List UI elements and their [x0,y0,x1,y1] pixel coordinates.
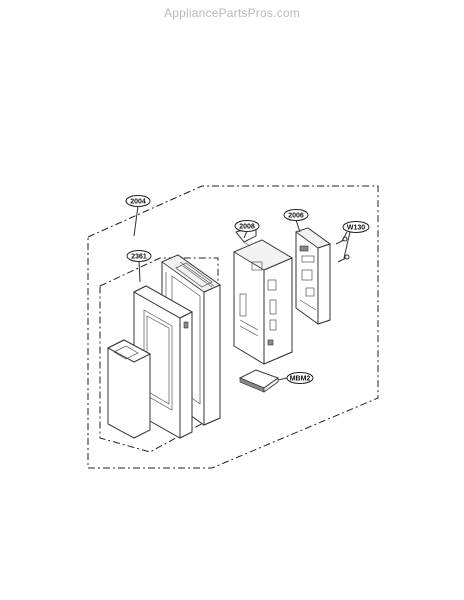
site-watermark: AppliancePartsPros.com [164,6,300,20]
leader-lines [133,205,351,381]
callout-2004: 2004 [125,195,151,207]
callout-mbm2: MBM2 [286,372,314,384]
callout-w130: W130 [342,221,370,233]
callout-2008: 2008 [234,220,260,232]
callout-2361: 2361 [126,250,152,262]
screw-icon [337,254,350,263]
screw-icon [335,236,348,245]
callout-2006: 2006 [283,209,309,221]
control-panel-frame [233,225,293,365]
callout-mbm2-text: MBM2 [290,376,311,383]
door-choke-cover [106,339,152,439]
control-board [295,227,331,325]
outer-assembly-boundary [87,185,379,469]
small-bracket-part [238,369,280,393]
callout-w130-text: W130 [347,225,365,232]
callout-2006-text: 2006 [288,213,304,220]
callout-2004-text: 2004 [130,199,146,206]
callout-2361-text: 2361 [131,254,147,261]
callout-2008-text: 2008 [239,224,255,231]
